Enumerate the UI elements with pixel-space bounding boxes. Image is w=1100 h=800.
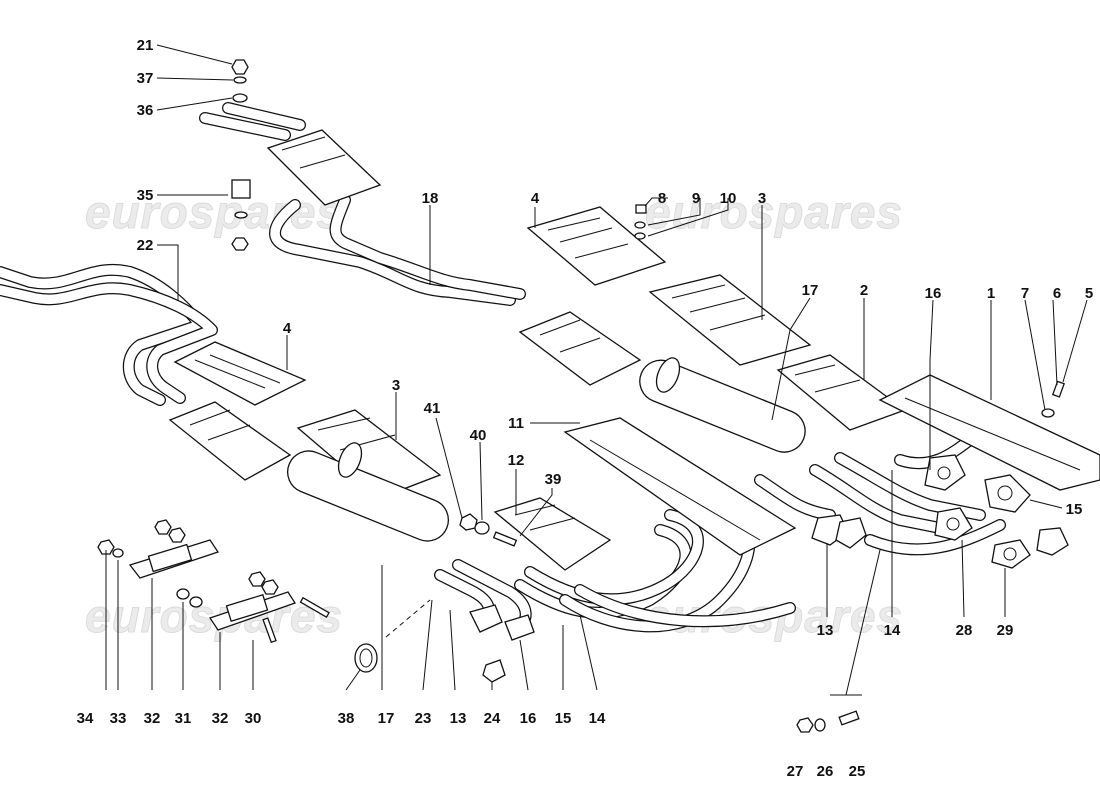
callout-17-lower: 17	[378, 710, 395, 727]
callout-38: 38	[338, 710, 355, 727]
callout-15-lower: 15	[555, 710, 572, 727]
watermark-group: eurospares eurospares eurospares eurospa…	[85, 186, 903, 643]
nut-21	[231, 59, 249, 75]
callouts: 21 37 36 35 22 18 4 8 9 10 3 17 2 16 1 7…	[77, 37, 1094, 780]
rear-muffler-upper	[266, 129, 382, 206]
callout-16-upper: 16	[925, 285, 942, 302]
callout-5: 5	[1085, 285, 1093, 302]
heat-shield-4-lower	[173, 341, 307, 406]
callout-2: 2	[860, 282, 868, 299]
callout-6: 6	[1053, 285, 1061, 302]
callout-34: 34	[77, 710, 94, 727]
callout-7: 7	[1021, 285, 1029, 302]
resonator-17-upper	[639, 359, 806, 453]
callout-41: 41	[424, 400, 441, 417]
bolt-8	[635, 204, 647, 214]
heat-shield-3-upper	[648, 274, 812, 366]
callout-35: 35	[137, 187, 154, 204]
nut-31	[176, 588, 190, 600]
callout-13-right: 13	[817, 622, 834, 639]
watermark-3: eurospares	[85, 590, 343, 642]
callout-11: 11	[508, 415, 524, 432]
hardware	[97, 59, 1069, 733]
callout-1: 1	[987, 285, 995, 302]
callout-32-right: 32	[212, 710, 229, 727]
callout-26: 26	[817, 763, 834, 780]
callout-22: 22	[137, 237, 154, 254]
callout-30: 30	[245, 710, 262, 727]
callout-9: 9	[692, 190, 700, 207]
center-muffler-upper	[518, 311, 642, 386]
callout-31: 31	[175, 710, 192, 727]
callout-33: 33	[110, 710, 127, 727]
callout-4-upper: 4	[531, 190, 540, 207]
washer-40	[474, 521, 490, 535]
callout-25: 25	[849, 763, 866, 780]
rubber-mount-35	[231, 179, 251, 199]
washer-36	[232, 93, 248, 103]
bolt-39	[492, 531, 518, 547]
callout-27: 27	[787, 763, 804, 780]
callout-14-right: 14	[884, 622, 901, 639]
callout-29: 29	[997, 622, 1014, 639]
nut-34	[97, 539, 115, 555]
bolt-30	[262, 617, 277, 644]
center-muffler-lower	[168, 401, 292, 481]
washer-37	[233, 76, 247, 84]
callout-18: 18	[422, 190, 439, 207]
bolt-25	[838, 710, 860, 726]
callout-39: 39	[545, 471, 562, 488]
callout-17-upper: 17	[802, 282, 819, 299]
heat-shields	[173, 206, 1100, 571]
washer-10	[634, 232, 646, 240]
clamp-38	[354, 643, 378, 673]
watermark-2: eurospares	[645, 186, 903, 238]
callout-32-left: 32	[144, 710, 161, 727]
callout-4-lower: 4	[283, 320, 292, 337]
callout-12: 12	[508, 452, 525, 469]
callout-36: 36	[137, 102, 154, 119]
callout-14-lower: 14	[589, 710, 606, 727]
callout-40: 40	[470, 427, 487, 444]
mufflers	[168, 129, 806, 542]
nut-27	[796, 717, 814, 733]
washer-26	[814, 718, 826, 732]
callout-3-lower: 3	[392, 377, 400, 394]
callout-8: 8	[658, 190, 666, 207]
callout-37: 37	[137, 70, 154, 87]
watermark-1: eurospares	[85, 186, 343, 238]
callout-3-upper: 3	[758, 190, 766, 207]
callout-16-lower: 16	[520, 710, 537, 727]
callout-28: 28	[956, 622, 973, 639]
resonator-17-lower	[287, 450, 449, 542]
callout-15-right: 15	[1066, 501, 1083, 518]
washer-33	[112, 548, 124, 558]
callout-23: 23	[415, 710, 432, 727]
heat-shield-11	[563, 417, 797, 556]
heat-shield-12	[493, 497, 612, 571]
washer-9	[634, 221, 646, 229]
gasket-24	[482, 659, 506, 683]
callout-13-lower: 13	[450, 710, 467, 727]
callout-24: 24	[484, 710, 501, 727]
callout-10: 10	[720, 190, 737, 207]
leader-lines	[105, 44, 1088, 696]
callout-21: 21	[137, 37, 154, 54]
